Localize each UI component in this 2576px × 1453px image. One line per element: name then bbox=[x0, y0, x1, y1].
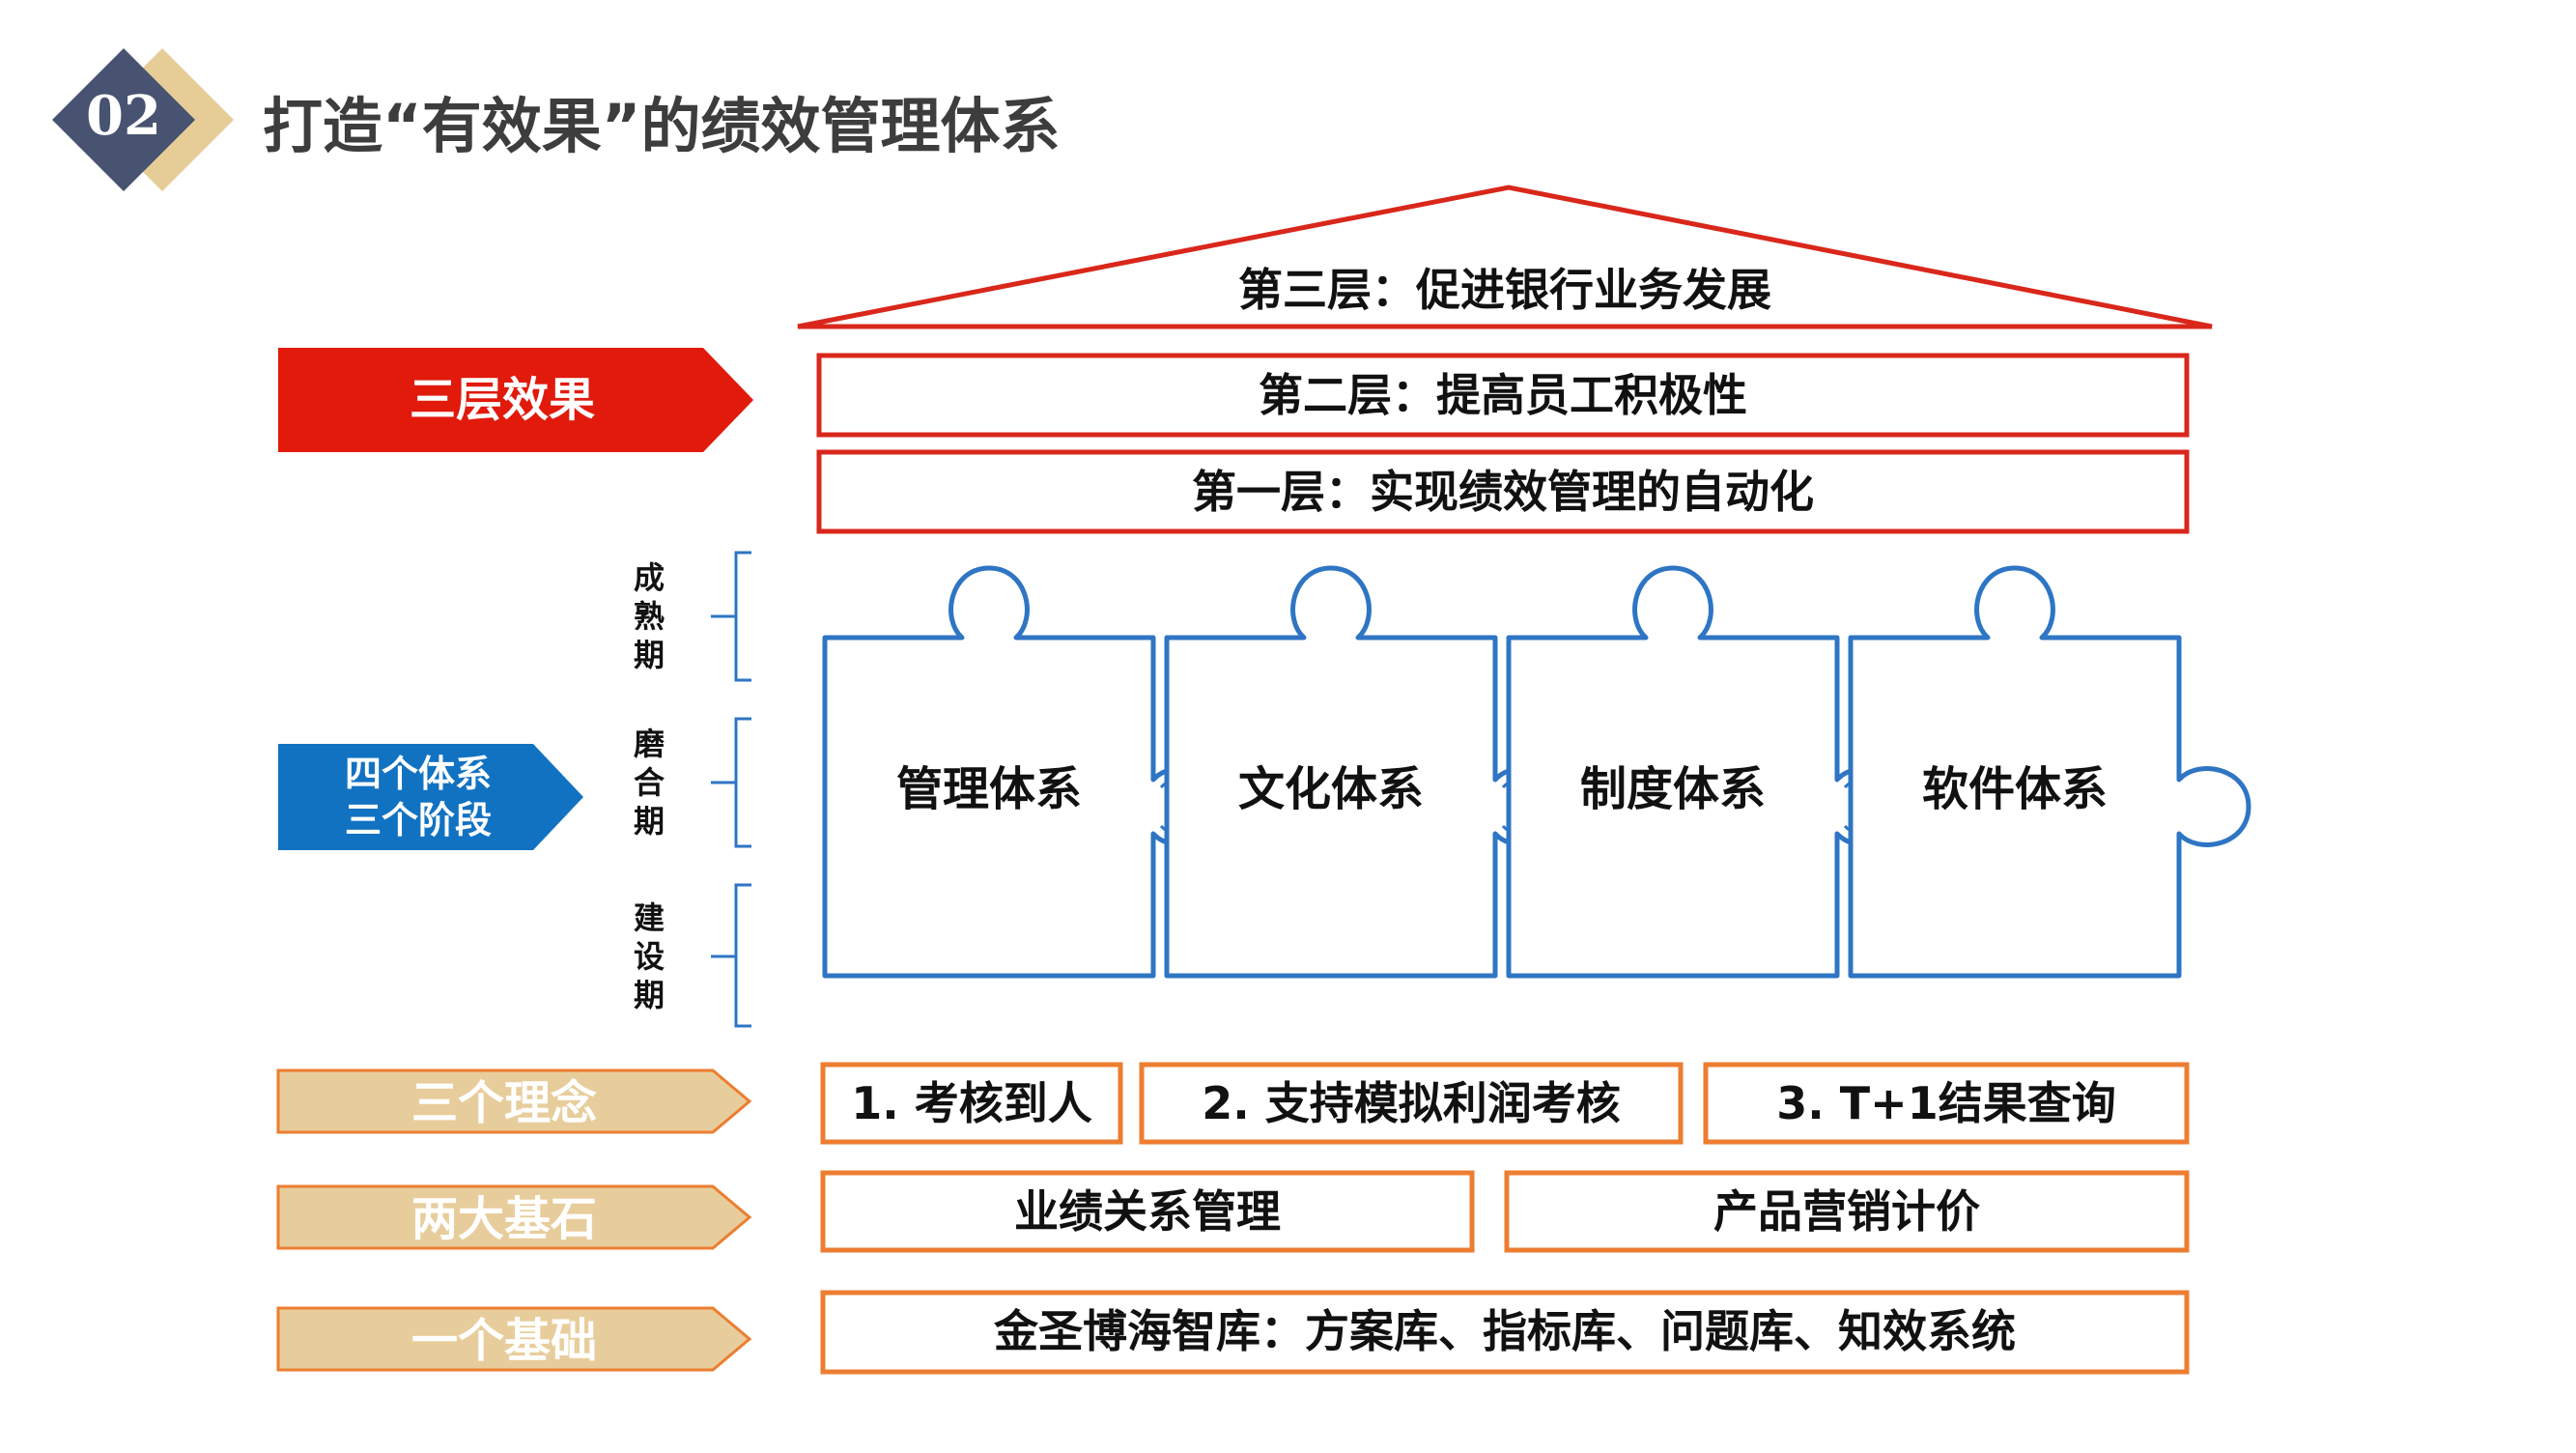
concept-box-1 bbox=[820, 1062, 1123, 1145]
puzzle-group: 管理体系 文化体系 制度体系 软件体系 bbox=[822, 565, 2251, 979]
concepts-label-text: 三个理念 bbox=[411, 1076, 597, 1130]
cornerstones-arrow-label bbox=[276, 1184, 752, 1250]
concept-text-1: 1. 考核到人 bbox=[851, 1077, 1092, 1129]
badge-navy-diamond bbox=[52, 48, 195, 191]
puzzle-label-4: 软件体系 bbox=[1922, 762, 2108, 816]
puzzle-label-3: 制度体系 bbox=[1580, 762, 1766, 816]
concept-box-2 bbox=[1139, 1062, 1684, 1145]
systems-label-line1: 四个体系 bbox=[345, 753, 492, 795]
layer2-box bbox=[816, 353, 2190, 438]
cornerstone-box-2 bbox=[1504, 1170, 2190, 1253]
cornerstone-text-2: 产品营销计价 bbox=[1713, 1185, 1980, 1238]
cornerstone-box-1 bbox=[820, 1170, 1475, 1253]
foundation-box bbox=[820, 1290, 2190, 1375]
concepts-arrow-label bbox=[276, 1068, 752, 1134]
layer1-label: 第一层：实现绩效管理的自动化 bbox=[1192, 466, 1814, 518]
concept-text-2: 2. 支持模拟利润考核 bbox=[1202, 1077, 1621, 1129]
layer1-box bbox=[816, 449, 2190, 534]
layer3-label: 第三层：促进银行业务发展 bbox=[1238, 264, 1771, 316]
concept-text-3: 3. T+1结果查询 bbox=[1776, 1077, 2115, 1129]
puzzle-piece-4 bbox=[1848, 565, 2251, 979]
foundation-label-text: 一个基础 bbox=[411, 1314, 597, 1368]
page-title: 打造“有效果”的绩效管理体系 bbox=[263, 91, 1061, 161]
badge-number: 02 bbox=[86, 84, 161, 148]
bracket-adjust bbox=[711, 717, 751, 848]
stage-label-2: 磨合期 bbox=[634, 726, 665, 840]
bracket-build bbox=[711, 883, 751, 1028]
cornerstones-label-text: 两大基石 bbox=[411, 1192, 597, 1246]
layer2-label: 第二层：提高员工积极性 bbox=[1259, 369, 1747, 421]
stage-label-1: 成熟期 bbox=[634, 559, 665, 673]
section-badge: 02 bbox=[52, 48, 234, 191]
foundation-arrow-label bbox=[276, 1306, 752, 1372]
stage-label-3: 建设期 bbox=[634, 899, 665, 1013]
concept-box-3 bbox=[1703, 1062, 2190, 1145]
roof-triangle bbox=[797, 185, 2213, 329]
stage-brackets bbox=[711, 551, 751, 1028]
puzzle-label-2: 文化体系 bbox=[1238, 762, 1424, 816]
effects-arrow-label bbox=[278, 348, 753, 452]
cornerstone-text-1: 业绩关系管理 bbox=[1014, 1185, 1281, 1238]
puzzle-label-1: 管理体系 bbox=[896, 762, 1082, 816]
systems-arrow-label bbox=[278, 744, 583, 850]
systems-label-line2: 三个阶段 bbox=[345, 799, 492, 841]
bracket-mature bbox=[711, 551, 751, 682]
effects-label-text: 三层效果 bbox=[410, 373, 595, 427]
foundation-text: 金圣博海智库：方案库、指标库、问题库、知效系统 bbox=[993, 1305, 2016, 1357]
